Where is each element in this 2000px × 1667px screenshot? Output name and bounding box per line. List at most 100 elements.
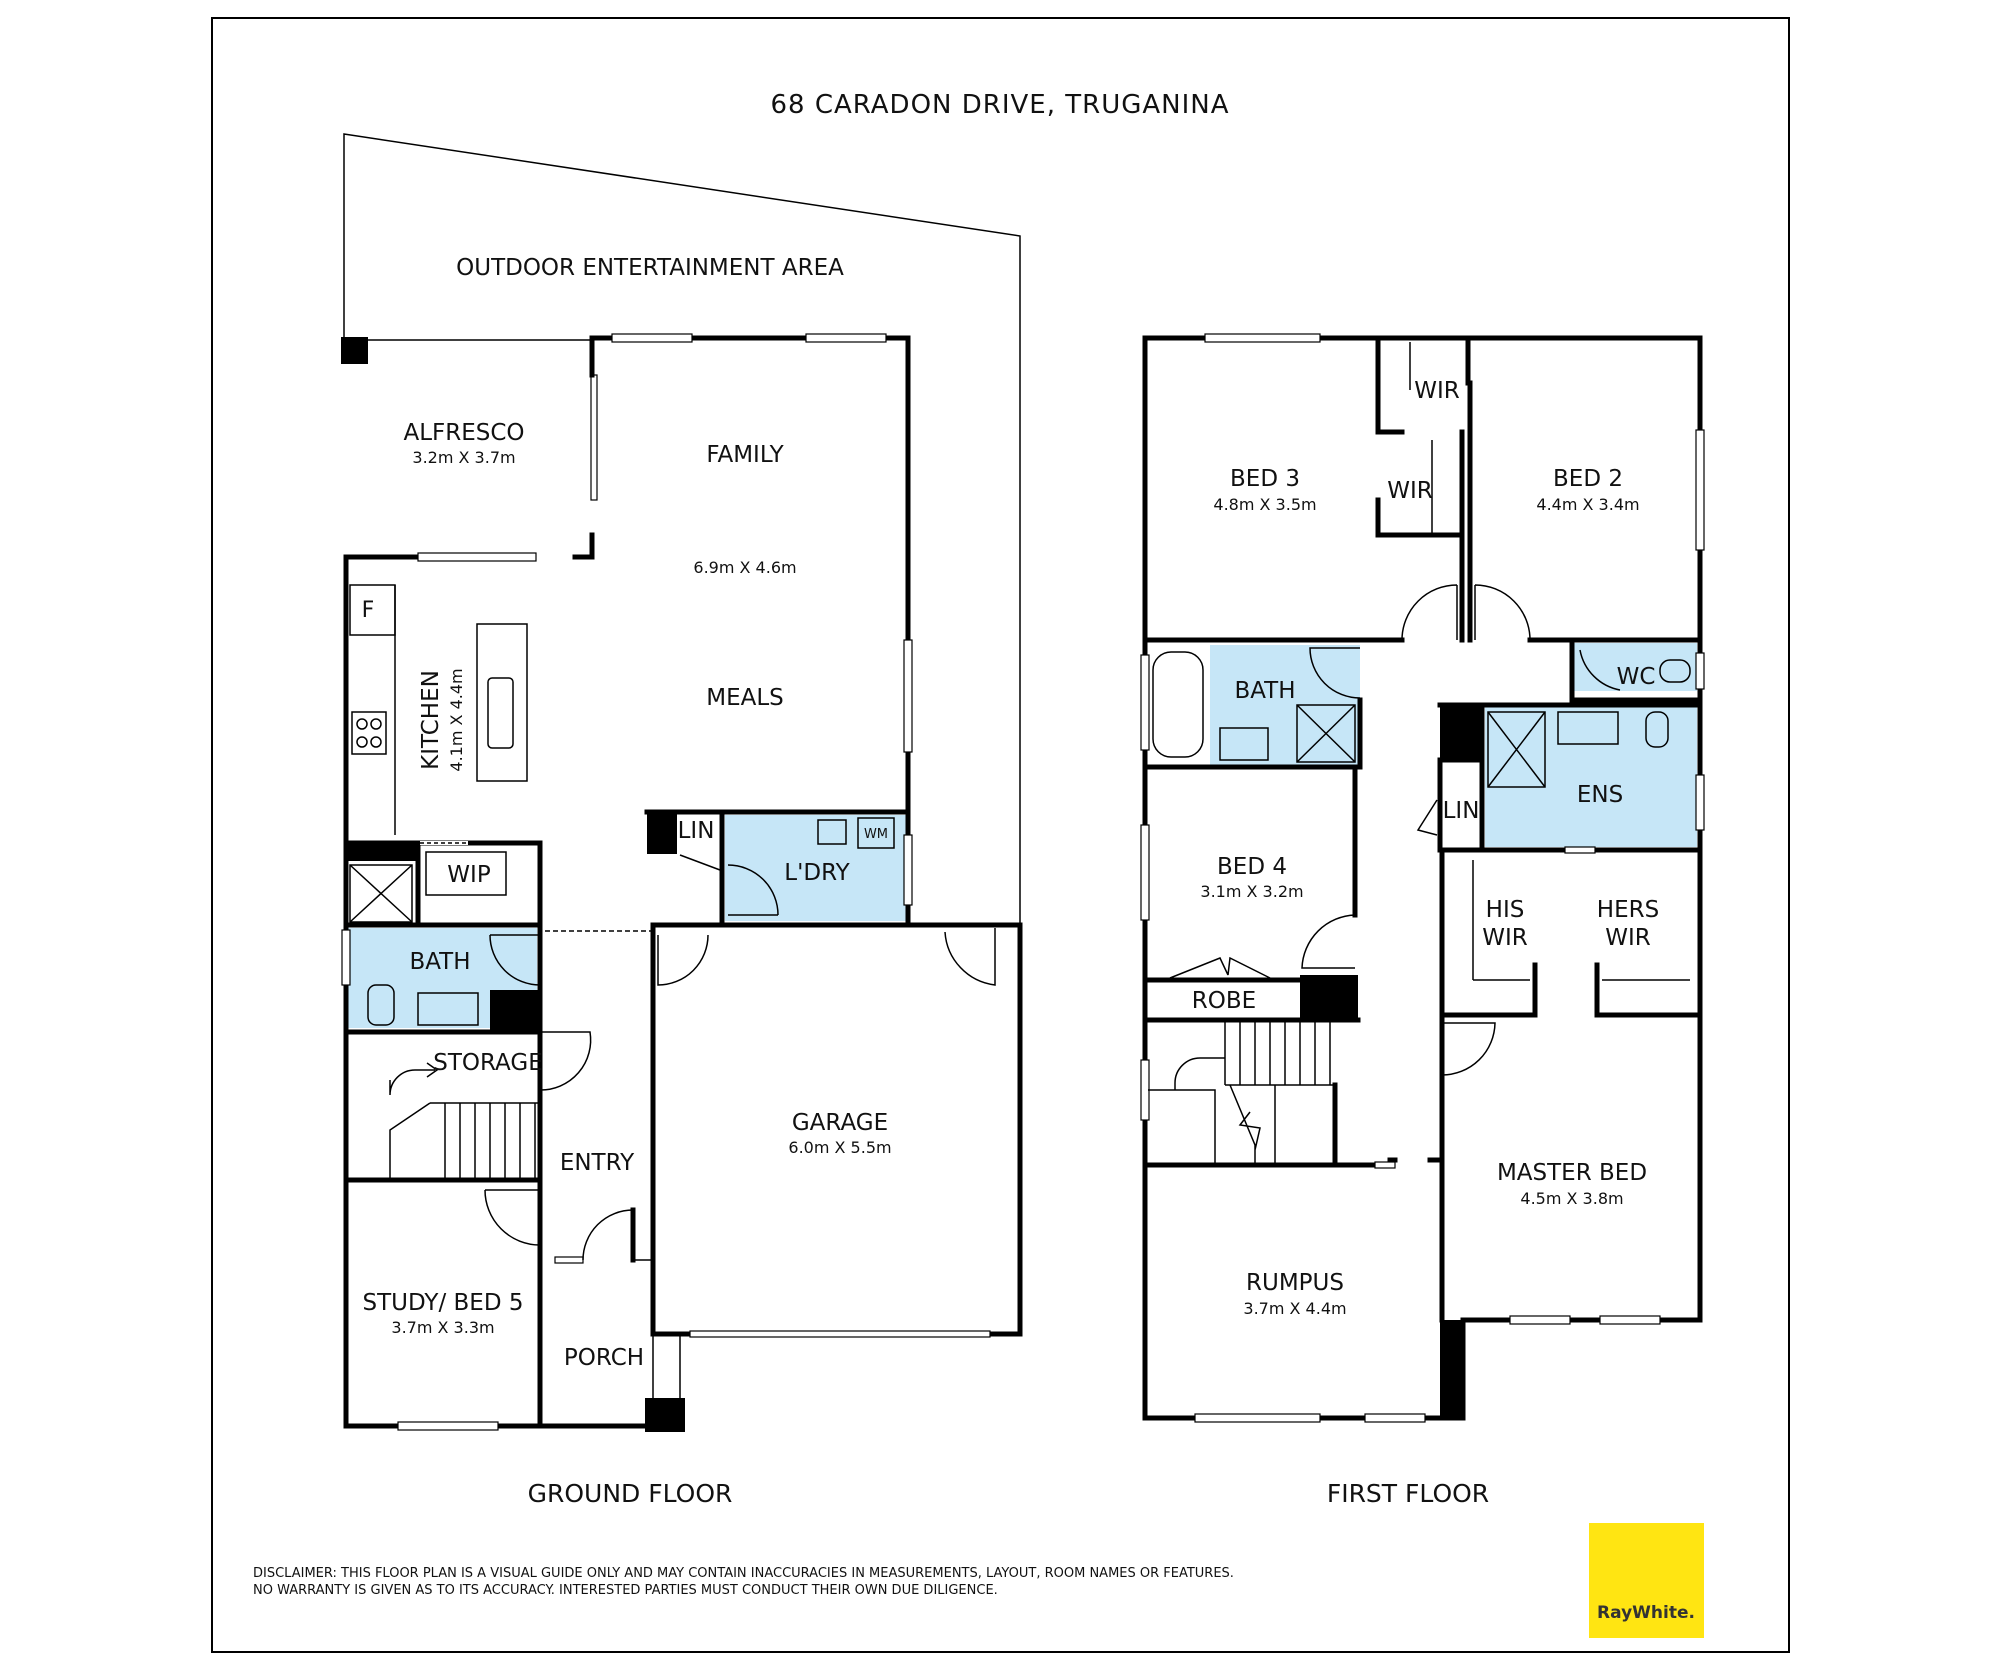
toilet-icon [367, 984, 395, 1026]
window [1140, 654, 1150, 751]
raywhite-logo: RayWhite. [1589, 1523, 1704, 1638]
lin-door [679, 854, 721, 871]
bed3-label: BED 3 [1230, 466, 1300, 492]
stairs-icon [1148, 1020, 1335, 1165]
logo-background [1589, 1523, 1704, 1638]
ground-bath-label: BATH [409, 949, 470, 975]
wir-lower-label: WIR [1387, 478, 1433, 504]
laundry-tub-icon [817, 819, 847, 845]
bed4-wall [1142, 764, 1358, 918]
shower-icon [1487, 711, 1546, 788]
front-door-swing [582, 1209, 634, 1261]
garage-door-swing [657, 934, 709, 986]
bathtub-icon [1152, 651, 1204, 758]
post [645, 1398, 685, 1432]
wc-door-swing [1579, 649, 1621, 691]
alfresco-label: ALFRESCO [403, 420, 524, 446]
window [1695, 652, 1705, 690]
window [1194, 1413, 1321, 1423]
alfresco-dims: 3.2m X 3.7m [412, 448, 515, 467]
wall-block [1300, 975, 1358, 1020]
rumpus-dims: 3.7m X 4.4m [1243, 1299, 1346, 1318]
wir-wall [1375, 497, 1465, 538]
wip-label: WIP [447, 862, 491, 888]
wir-upper-label: WIR [1414, 378, 1460, 404]
storage-door-swing [539, 1031, 592, 1091]
his-wir-wall [1439, 847, 1538, 1018]
window [341, 929, 351, 986]
first-bath-label: BATH [1234, 678, 1295, 704]
study-door-swing [484, 1189, 541, 1246]
laundry-label: L'DRY [784, 860, 850, 886]
window [1140, 1059, 1150, 1121]
window [397, 1421, 499, 1431]
window [903, 834, 913, 906]
master-bed-label: MASTER BED [1497, 1160, 1647, 1186]
washing-machine-icon [857, 817, 895, 849]
bed2-door-swing [1474, 584, 1531, 641]
ensuite-wet-area [1485, 707, 1697, 847]
wall-block [1440, 705, 1482, 760]
kitchen-island [476, 623, 528, 782]
garage-side-door [944, 928, 996, 986]
wm-label: WM [864, 827, 888, 842]
laundry-door-swing [727, 864, 779, 916]
bath-door-swing [489, 934, 541, 986]
wall-block [490, 990, 540, 1032]
first-bath-door [1309, 647, 1361, 699]
sliding-door [417, 552, 537, 562]
sink-icon [487, 677, 514, 749]
kitchen-label: KITCHEN [418, 670, 444, 770]
window [1599, 1315, 1661, 1325]
robe-label: ROBE [1192, 988, 1256, 1014]
window [1204, 333, 1321, 343]
study-label: STUDY/ BED 5 [362, 1290, 523, 1316]
bed2-dims: 4.4m X 3.4m [1536, 495, 1639, 514]
page-frame [211, 17, 1790, 1653]
meals-label: MEALS [706, 685, 784, 711]
toilet-icon [1659, 659, 1691, 683]
disclaimer-line-1: DISCLAIMER: THIS FLOOR PLAN IS A VISUAL … [253, 1566, 1234, 1581]
wc-wet-area [1572, 643, 1697, 691]
cooktop-icon [351, 711, 387, 755]
window [1695, 774, 1705, 831]
shower-icon [1296, 704, 1356, 763]
basin-icon [417, 992, 479, 1026]
first-lin-label: LIN [1443, 798, 1480, 824]
window [1140, 824, 1150, 921]
ground-west-wall [343, 554, 421, 1429]
entry-label: ENTRY [560, 1150, 635, 1176]
disclaimer-line-2: NO WARRANTY IS GIVEN AS TO ITS ACCURACY.… [253, 1583, 998, 1598]
robe-doors [1169, 956, 1271, 979]
ground-floor-caption: GROUND FLOOR [528, 1479, 733, 1508]
wall-block [1440, 1320, 1464, 1418]
fridge-label: F [362, 598, 375, 623]
first-lin-wall [1437, 757, 1485, 853]
bed3-dims: 4.8m X 3.5m [1213, 495, 1316, 514]
rumpus-label: RUMPUS [1246, 1270, 1344, 1296]
garage-dims: 6.0m X 5.5m [788, 1138, 891, 1157]
porch-label: PORCH [564, 1345, 644, 1371]
wall-block [346, 841, 418, 861]
kitchen-dims: 4.1m X 4.4m [447, 668, 466, 771]
garage-wall [650, 922, 1023, 1337]
window [1695, 429, 1705, 551]
stairs-icon [389, 1062, 540, 1180]
wc-label: WC [1617, 664, 1656, 690]
logo-text: RayWhite. [1597, 1603, 1695, 1623]
front-door [554, 1256, 584, 1264]
shower-icon [349, 864, 413, 923]
ensuite-door [1564, 846, 1596, 854]
bed2-label: BED 2 [1553, 466, 1623, 492]
garage-label: GARAGE [792, 1110, 888, 1136]
window [1364, 1413, 1426, 1423]
laundry-wet-area [725, 815, 908, 921]
bed4-door-swing [1301, 914, 1356, 969]
basin-icon [1219, 727, 1269, 761]
wc-wall [1569, 637, 1703, 703]
window [805, 333, 887, 343]
ground-floor-plan: F [341, 133, 1023, 1432]
